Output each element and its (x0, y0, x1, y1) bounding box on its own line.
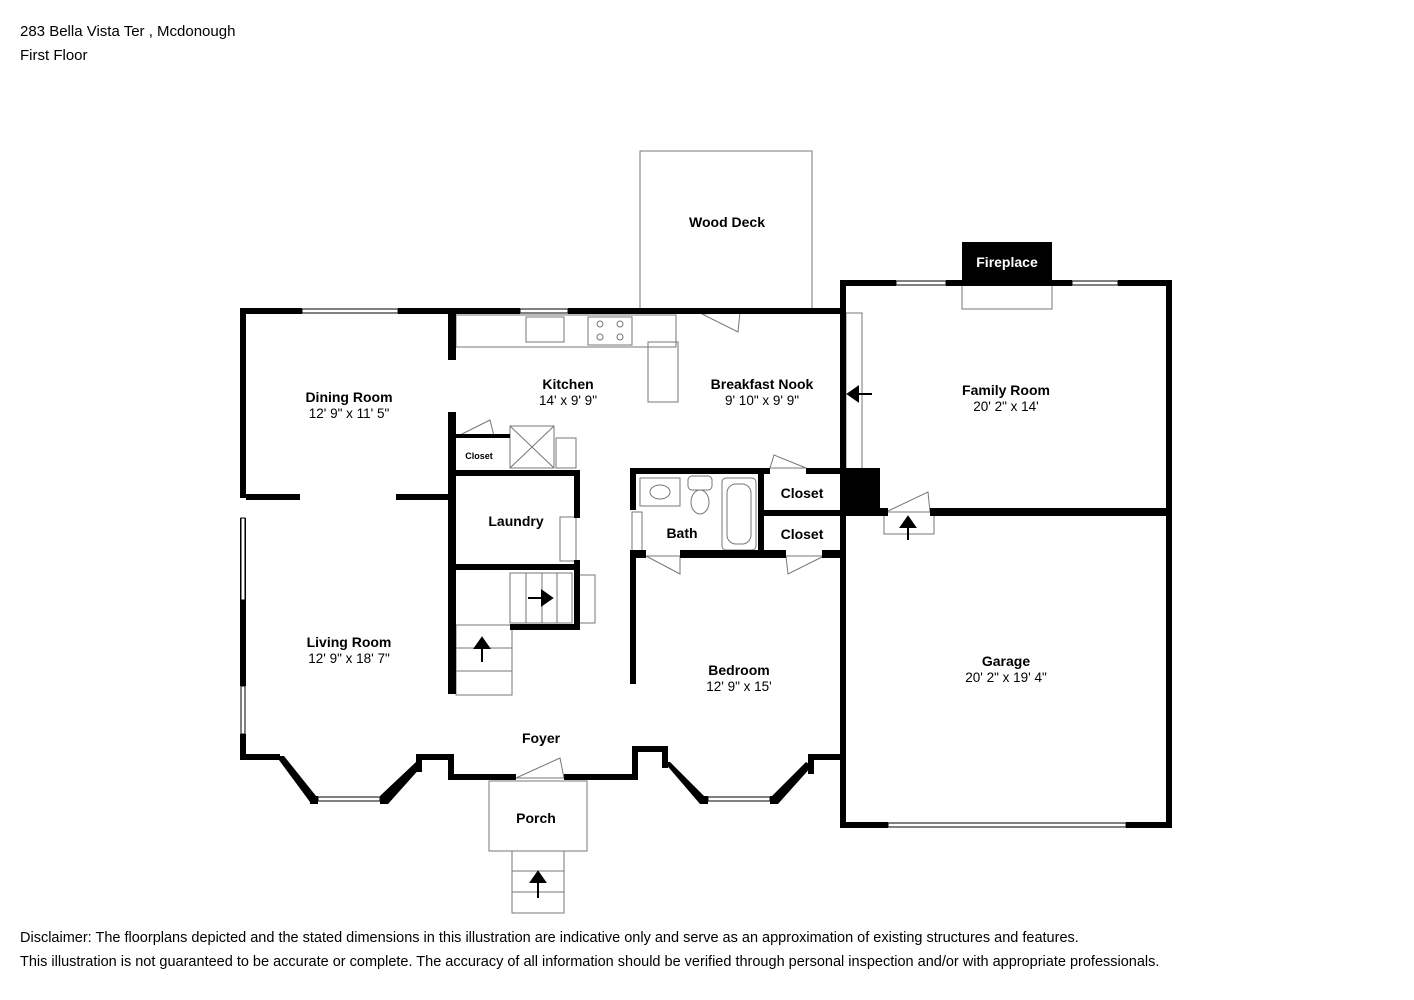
disclaimer-line-2: This illustration is not guaranteed to b… (20, 954, 1160, 970)
arrow-up-icon (473, 636, 491, 649)
family-room-label: Family Room (962, 382, 1050, 398)
bath-label: Bath (666, 525, 697, 541)
breakfast-nook-label: Breakfast Nook (711, 376, 814, 392)
toilet-bowl-icon (690, 489, 710, 515)
living-room-label: Living Room (307, 634, 392, 650)
arrows (473, 385, 917, 898)
closet-door (457, 419, 495, 437)
kitchen-peninsula (647, 341, 679, 403)
washer-icon (509, 425, 555, 469)
laundry-door (559, 516, 577, 562)
arrow-up-icon (899, 515, 917, 528)
stairs-upper (509, 572, 573, 624)
family-room-dim: 20' 2" x 14' (973, 399, 1039, 414)
arrow-up-icon (529, 870, 547, 883)
toilet-tank-icon (687, 475, 713, 491)
hearth (961, 282, 1053, 310)
closet-label-1: Closet (781, 485, 824, 501)
disclaimer-line-1: Disclaimer: The floorplans depicted and … (20, 930, 1079, 946)
living-room-dim: 12' 9" x 18' 7" (308, 651, 390, 666)
closet-small-label: Closet (465, 451, 493, 461)
bath-door-swing (645, 555, 681, 575)
breakfast-nook-dim: 9' 10" x 9' 9" (725, 393, 799, 408)
windows (240, 280, 1127, 828)
dining-room-dim: 12' 9" x 11' 5" (309, 406, 390, 421)
arrow-left-icon (846, 385, 859, 403)
fireplace-label: Fireplace (976, 254, 1038, 270)
foyer-label: Foyer (522, 730, 561, 746)
closet-label-2: Closet (781, 526, 824, 542)
garage-dim: 20' 2" x 19' 4" (965, 670, 1047, 685)
address-title: 283 Bella Vista Ter , Mcdonough (20, 23, 236, 40)
garage-label: Garage (982, 653, 1030, 669)
kitchen-counter (455, 314, 677, 348)
porch-label: Porch (516, 810, 556, 826)
closet-door-bottom (785, 555, 825, 575)
sink-icon (525, 316, 565, 343)
porch-steps (511, 850, 565, 914)
fireplace-box (962, 242, 1052, 282)
deck-door (700, 311, 741, 333)
arrow-right-icon (541, 589, 554, 607)
kitchen-label: Kitchen (542, 376, 593, 392)
stairs-lower (455, 624, 513, 696)
stove-icon (587, 316, 633, 346)
bedroom-label: Bedroom (708, 662, 769, 678)
walls (240, 242, 1172, 828)
front-door (515, 757, 565, 779)
laundry-label: Laundry (488, 513, 543, 529)
wood-deck-label: Wood Deck (689, 214, 765, 230)
closet-door-top (769, 454, 807, 469)
dryer-icon (555, 437, 577, 469)
wood-deck-outline (639, 150, 813, 310)
garage-door (885, 491, 931, 513)
bedroom-dim: 12' 9" x 15' (706, 679, 772, 694)
bath-sink-icon (639, 477, 681, 507)
kitchen-dim: 14' x 9' 9" (539, 393, 597, 408)
dining-room-label: Dining Room (305, 389, 392, 405)
floor-subtitle: First Floor (20, 47, 88, 64)
bath-door (631, 511, 643, 553)
